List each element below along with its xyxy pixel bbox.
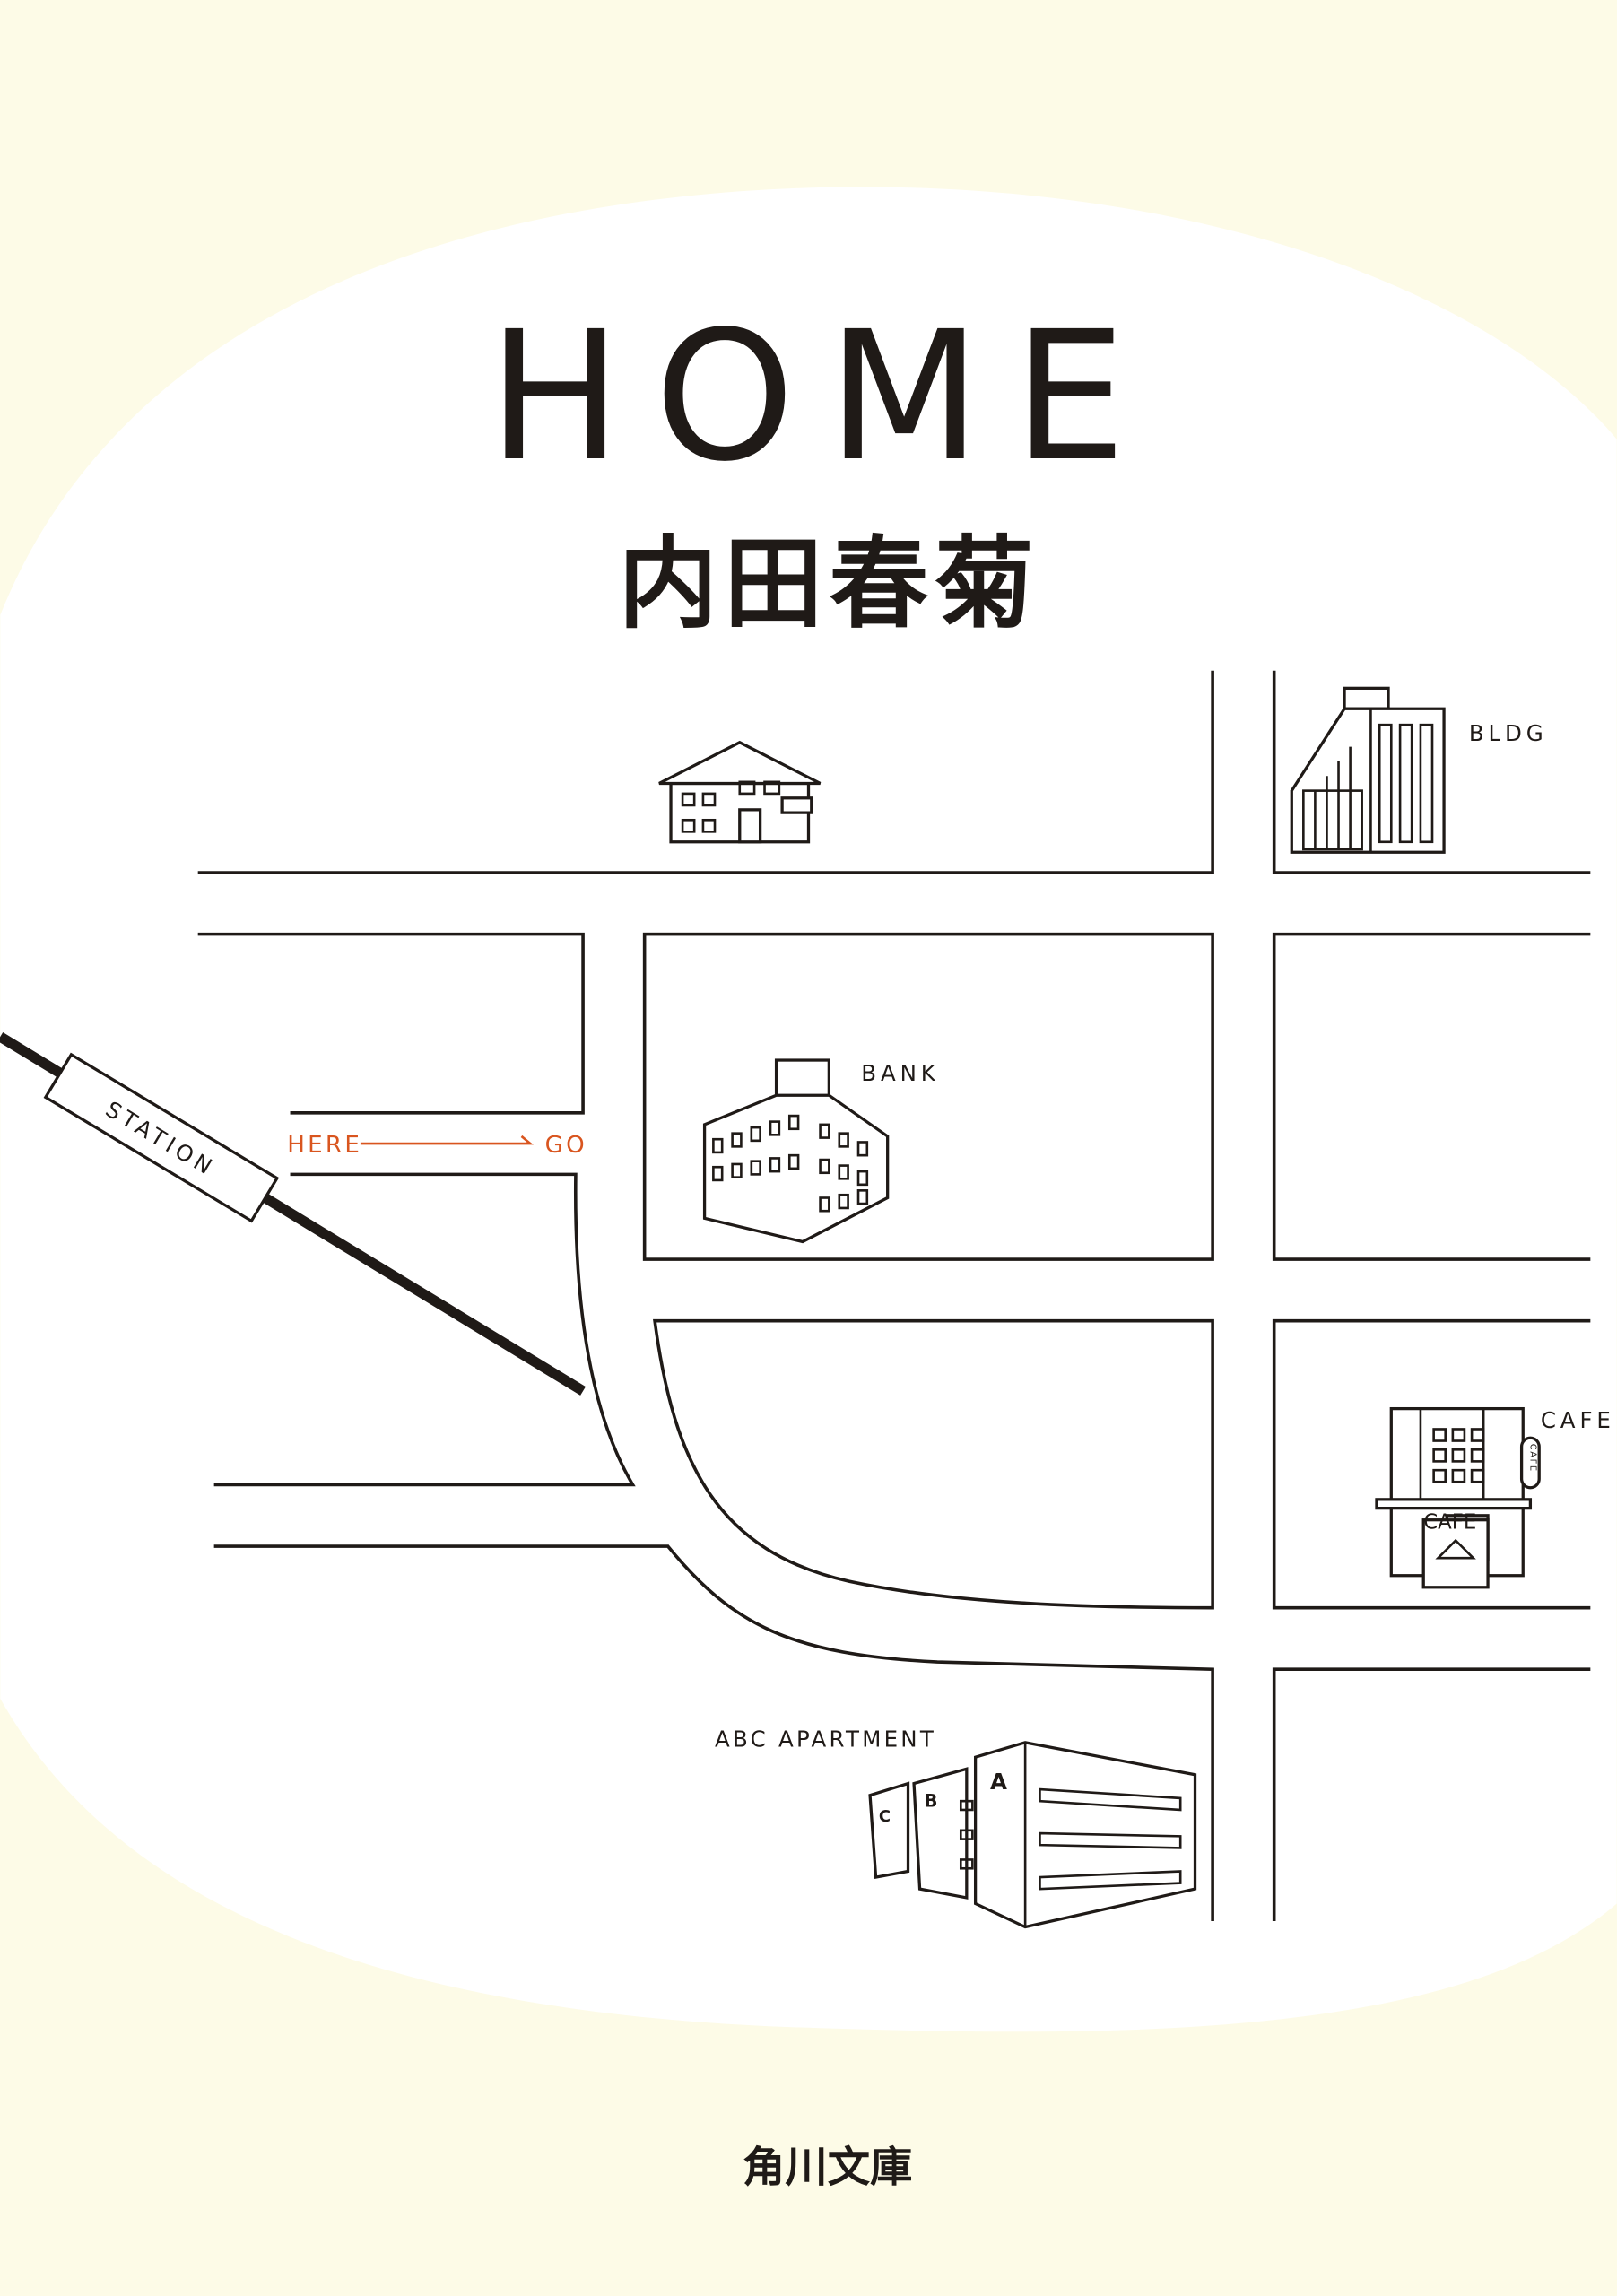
apartment-label: ABC APARTMENT [715,1726,936,1752]
house-icon [658,740,822,844]
wing-b-label: B [924,1791,937,1812]
here-label: HERE [287,1132,362,1159]
wing-c-label: C [879,1807,891,1826]
cafe-vertical-sign: CAFE [1527,1444,1537,1473]
bank-label: BANK [861,1060,939,1086]
wing-a-label: A [990,1769,1007,1795]
bank-icon: BANK [702,1058,939,1244]
author: 内田春菊 [618,526,1039,642]
station-sign [43,1052,280,1223]
cafe-icon: CAFE CAFE CAFE [1375,1407,1615,1589]
bldg-label: BLDG [1469,720,1548,746]
railway: STATION [0,1032,587,1396]
title: HOME [488,292,1159,500]
office-building-icon: BLDG [1290,686,1548,854]
cafe-storefront-sign: CAFE [1423,1510,1476,1534]
cafe-label: CAFE [1541,1407,1615,1433]
roads [197,670,1591,1922]
apartment-icon: A B C ABC APARTMENT [715,1726,1197,1929]
go-label: GO [545,1132,587,1159]
publisher: 角川文庫 [743,2144,912,2193]
here-go-arrow: HERE GO [287,1132,587,1159]
